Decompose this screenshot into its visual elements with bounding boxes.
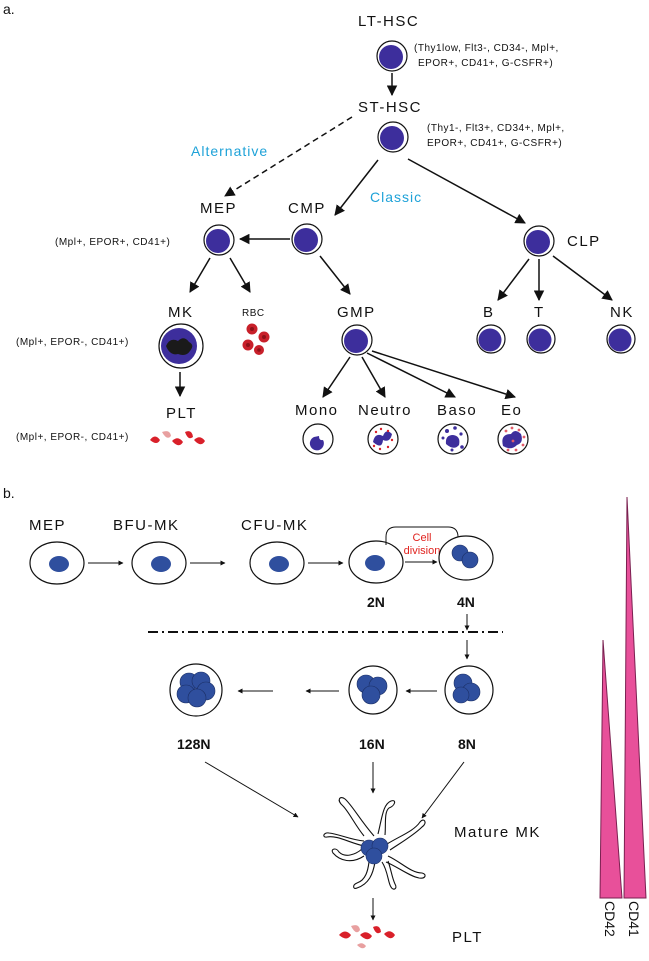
st-hsc-cell [377, 121, 409, 153]
panel-a-label: a. [3, 1, 15, 17]
arrow-gmp-to-eo [371, 350, 516, 400]
plt-label-b: PLT [452, 929, 483, 946]
arrow-mep-to-rbc [229, 257, 251, 293]
b-cfu-mk-cell [249, 541, 305, 585]
b-cell [476, 324, 506, 354]
cd41-label: CD41 [626, 901, 642, 937]
arrow-cmp-to-gmp [319, 255, 351, 295]
arrow-gmp-to-baso [366, 352, 456, 398]
ploidy-8n-label: 8N [458, 736, 476, 752]
platelets-b [339, 925, 395, 949]
mono-cell [302, 423, 334, 455]
st-hsc-label: ST-HSC [358, 99, 422, 116]
ploidy-128n-label: 128N [177, 736, 210, 752]
panel-b-label: b. [3, 485, 15, 501]
platelets-a [150, 431, 205, 446]
cd42-label: CD42 [602, 901, 618, 937]
rbc-cells [242, 323, 270, 355]
lt-hsc-cell [376, 40, 408, 72]
b-2n-cell [348, 540, 404, 584]
b-mep-cell [29, 541, 85, 585]
st-hsc-markers-1: (Thy1-, Flt3+, CD34+, Mpl+, [427, 123, 565, 134]
mature-mk-label: Mature MK [454, 824, 541, 841]
mature-mk-nucleus [360, 837, 389, 865]
eo-label: Eo [501, 402, 522, 419]
arrow-clp-to-nk [552, 255, 613, 301]
rbc-label: RBC [242, 308, 265, 319]
plt-label-a: PLT [166, 405, 197, 422]
mk-markers: (Mpl+, EPOR-, CD41+) [16, 337, 129, 348]
b-bfu-mk-label: BFU-MK [113, 517, 180, 534]
neutro-cell [367, 423, 399, 455]
cell-division-label-2: division [404, 545, 441, 557]
mep-label: MEP [200, 200, 237, 217]
cell-division-label-1: Cell [413, 532, 432, 544]
cmp-cell [291, 223, 323, 255]
baso-label: Baso [437, 402, 477, 419]
nk-label: NK [610, 304, 634, 321]
b-arrow-128n-to-mature [204, 761, 299, 818]
cd42-wedge [599, 639, 623, 899]
plt-markers: (Mpl+, EPOR-, CD41+) [16, 432, 129, 443]
arrow-st-to-clp [407, 158, 526, 224]
gmp-label: GMP [337, 304, 376, 321]
ploidy-16n-label: 16N [359, 736, 385, 752]
b-mep-label: MEP [29, 517, 66, 534]
arrow-gmp-to-neutro [361, 356, 386, 398]
arrow-st-to-cmp [334, 159, 379, 216]
mk-cell [158, 323, 204, 369]
b-128n-cell [169, 663, 223, 717]
ploidy-4n-label: 4N [457, 594, 475, 610]
lt-hsc-label: LT-HSC [358, 13, 419, 30]
b-label: B [483, 304, 495, 321]
clp-cell [523, 225, 555, 257]
ploidy-2n-label: 2N [367, 594, 385, 610]
cell-division-bracket [385, 526, 459, 547]
mono-label: Mono [295, 402, 339, 419]
eo-cell [497, 423, 529, 455]
mep-cell [203, 224, 235, 256]
t-cell [526, 324, 556, 354]
b-cfu-mk-label: CFU-MK [241, 517, 308, 534]
arrow-mep-to-mk [189, 257, 211, 293]
baso-cell [437, 423, 469, 455]
b-8n-cell [444, 665, 494, 715]
mk-label: MK [168, 304, 194, 321]
alternative-label: Alternative [191, 143, 268, 159]
t-label: T [534, 304, 545, 321]
nk-cell [606, 324, 636, 354]
lt-hsc-markers-2: EPOR+, CD41+, G-CSFR+) [418, 58, 553, 69]
neutro-label: Neutro [358, 402, 412, 419]
mep-markers: (Mpl+, EPOR+, CD41+) [55, 237, 170, 248]
arrow-gmp-to-mono [322, 356, 351, 398]
lt-hsc-markers-1: (Thy1low, Flt3-, CD34-, Mpl+, [414, 43, 559, 54]
st-hsc-markers-2: EPOR+, CD41+, G-CSFR+) [427, 138, 562, 149]
arrow-st-to-mep-dashed [224, 116, 353, 197]
b-16n-cell [348, 665, 398, 715]
cd41-wedge [623, 496, 647, 899]
b-bfu-mk-cell [131, 541, 187, 585]
b-arrow-8n-to-mature [421, 761, 465, 819]
arrow-clp-to-b [497, 258, 530, 301]
cmp-label: CMP [288, 200, 326, 217]
gmp-cell [341, 324, 373, 356]
clp-label: CLP [567, 233, 601, 250]
classic-label: Classic [370, 189, 422, 205]
mature-mk-cell [323, 797, 426, 890]
b-4n-cell [438, 535, 494, 581]
